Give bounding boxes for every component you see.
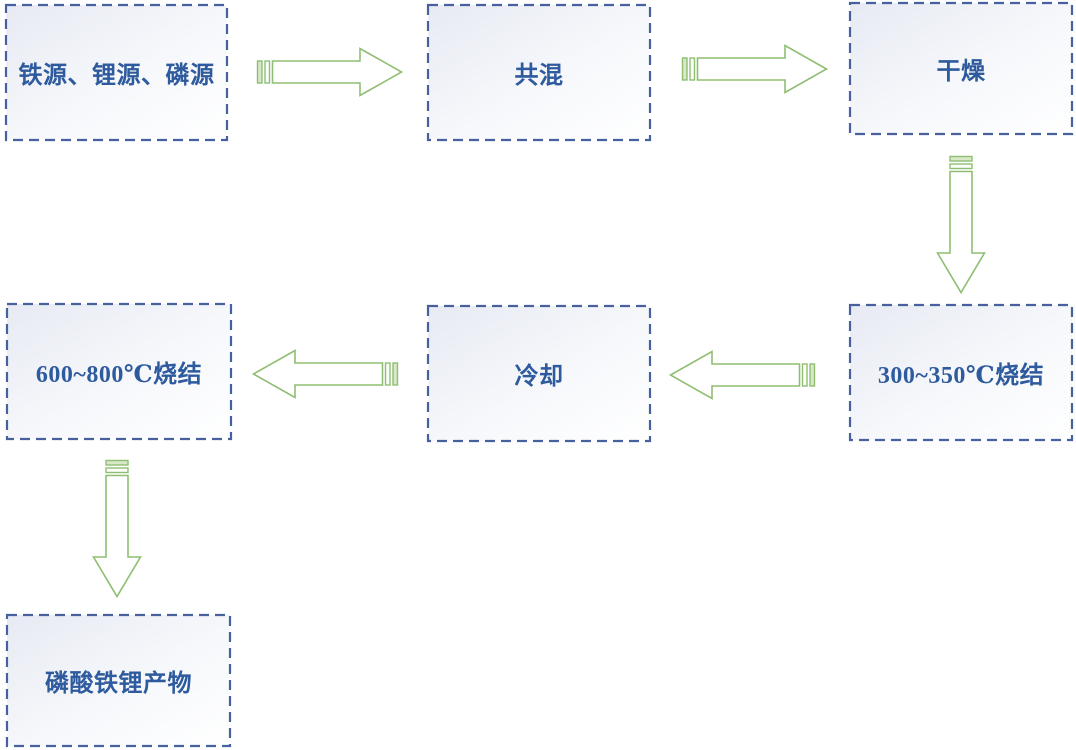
flow-node-sintering-high bbox=[5, 302, 233, 441]
flow-node-sintering-low bbox=[848, 303, 1074, 442]
flow-node-cooling bbox=[426, 304, 652, 443]
flow-node-sources bbox=[4, 3, 229, 142]
flow-node-drying bbox=[848, 1, 1074, 136]
flow-node-mixing bbox=[426, 3, 652, 142]
striped-arrow-right-icon bbox=[256, 47, 403, 97]
striped-arrow-down-icon bbox=[936, 155, 986, 294]
striped-arrow-left-icon bbox=[669, 350, 816, 400]
striped-arrow-right-icon bbox=[681, 44, 828, 94]
striped-arrow-down-icon bbox=[92, 459, 142, 598]
striped-arrow-left-icon bbox=[252, 349, 399, 399]
flow-node-product bbox=[5, 613, 232, 748]
